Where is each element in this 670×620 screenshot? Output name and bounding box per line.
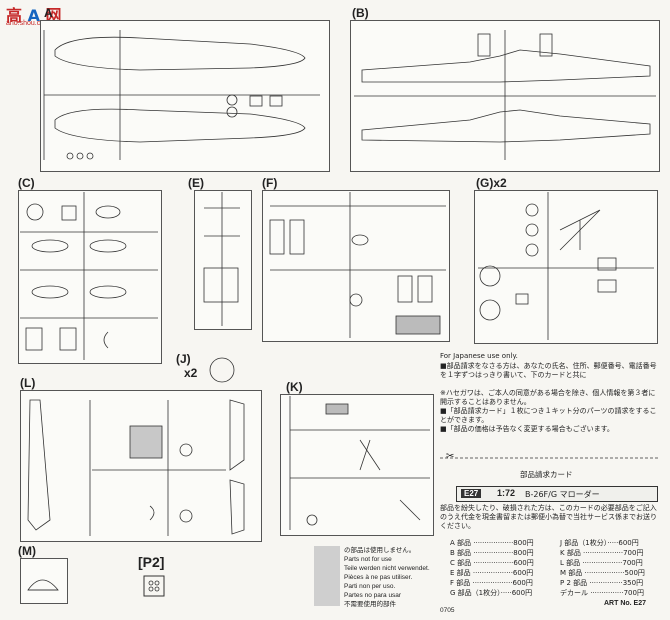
fuselage-half-top [54, 36, 306, 71]
fin-left [27, 399, 51, 531]
note-line-en: Parts not for use [344, 556, 392, 563]
unused-parts-swatch [314, 546, 340, 606]
fuselage-half-bottom [54, 108, 306, 143]
price-m: M 部品 ··················500円 [560, 569, 645, 577]
note-line-it: Parti non per uso. [344, 583, 396, 590]
product-banner: E27 1:72 B-26F/G マローダー [456, 486, 658, 502]
sprue-l-label: (L) [20, 376, 36, 390]
sprue-p2-label: [P2] [138, 554, 165, 570]
sprue-b-label: (B) [352, 6, 369, 20]
note-line-es: Partes no para usar [344, 592, 402, 599]
sprue-c-label: (C) [18, 176, 35, 190]
product-scale: 1:72 [497, 488, 516, 498]
price-j: J 部品（1枚分）·····600円 [560, 539, 639, 547]
product-name: B-26F/G マローダー [525, 490, 600, 499]
sprue-j-count: x2 [184, 366, 198, 380]
wing-lower [361, 109, 651, 143]
sprue-m-label: (M) [18, 544, 36, 558]
price-f: F 部品 ··················600円 [450, 579, 533, 587]
note-line-de: Teile werden nicht verwendet. [344, 565, 430, 572]
note-line-jp: の部品は使用しません。 [344, 546, 416, 554]
price-a: A 部品 ··················800円 [450, 539, 534, 547]
sprue-f-label: (F) [262, 176, 278, 190]
sprue-k-label: (K) [286, 380, 303, 394]
price-b: B 部品 ··················800円 [450, 549, 534, 557]
note-line-cn: 不需要使用的部件 [344, 600, 396, 608]
japanese-use-note: For Japanese use only. [440, 352, 518, 360]
order-paragraph-4: ■「部品の価格は予告なく変更する場合もございます。 [440, 425, 614, 433]
card-title: 部品請求カード [520, 470, 573, 479]
sprue-l-frame [20, 390, 262, 542]
logo-text: ano.shou.com [6, 20, 50, 27]
footer-code: 0705 [440, 607, 455, 614]
price-l: L 部品 ··················700円 [560, 559, 643, 567]
fin-right [229, 399, 245, 471]
sprue-e-label: (E) [188, 176, 204, 190]
price-k: K 部品 ··················700円 [560, 549, 644, 557]
wing-upper [361, 49, 651, 83]
order-paragraph-1: ■部品請求をなさる方は、あなたの氏名、住所、郵便番号、電話番号を１字ずつはっきり… [440, 362, 657, 379]
sprue-j-label: (J) [176, 352, 191, 366]
sprue-k-frame [280, 394, 434, 536]
price-g: G 部品（1枚分）·····600円 [450, 589, 533, 597]
art-number: ART No. E27 [604, 600, 647, 607]
price-decal: デカール ···············700円 [560, 589, 644, 597]
price-e: E 部品 ··················600円 [450, 569, 534, 577]
sprue-g-label: (G)x2 [476, 176, 507, 190]
order-paragraph-3: ■「部品請求カード」１枚につき１キット分のパーツの請求をすることができます。 [440, 407, 657, 424]
note-line-fr: Pièces à ne pas utiliser. [344, 574, 413, 581]
card-note: 部品を紛失したり、破損された方は、このカードの必要部品をご記入のうえ代金を現金書… [440, 504, 657, 530]
sprue-a-label: A [44, 6, 53, 20]
unused-parts-notes: の部品は使用しません。 Parts not for use Teile werd… [344, 546, 430, 609]
product-code: E27 [461, 489, 482, 498]
price-c: C 部品 ··················600円 [450, 559, 534, 567]
price-p2: P 2 部品 ···············350円 [560, 579, 644, 587]
sprue-m-frame [20, 558, 68, 604]
sprue-e-frame [194, 190, 252, 330]
sprue-g-frame [474, 190, 658, 344]
scissors-icon: ✂ [446, 451, 455, 462]
order-paragraph-2: ※ハセガワは、ご本人の同意がある場合を除き、個人情報を第３者に開示することはあり… [440, 389, 656, 406]
